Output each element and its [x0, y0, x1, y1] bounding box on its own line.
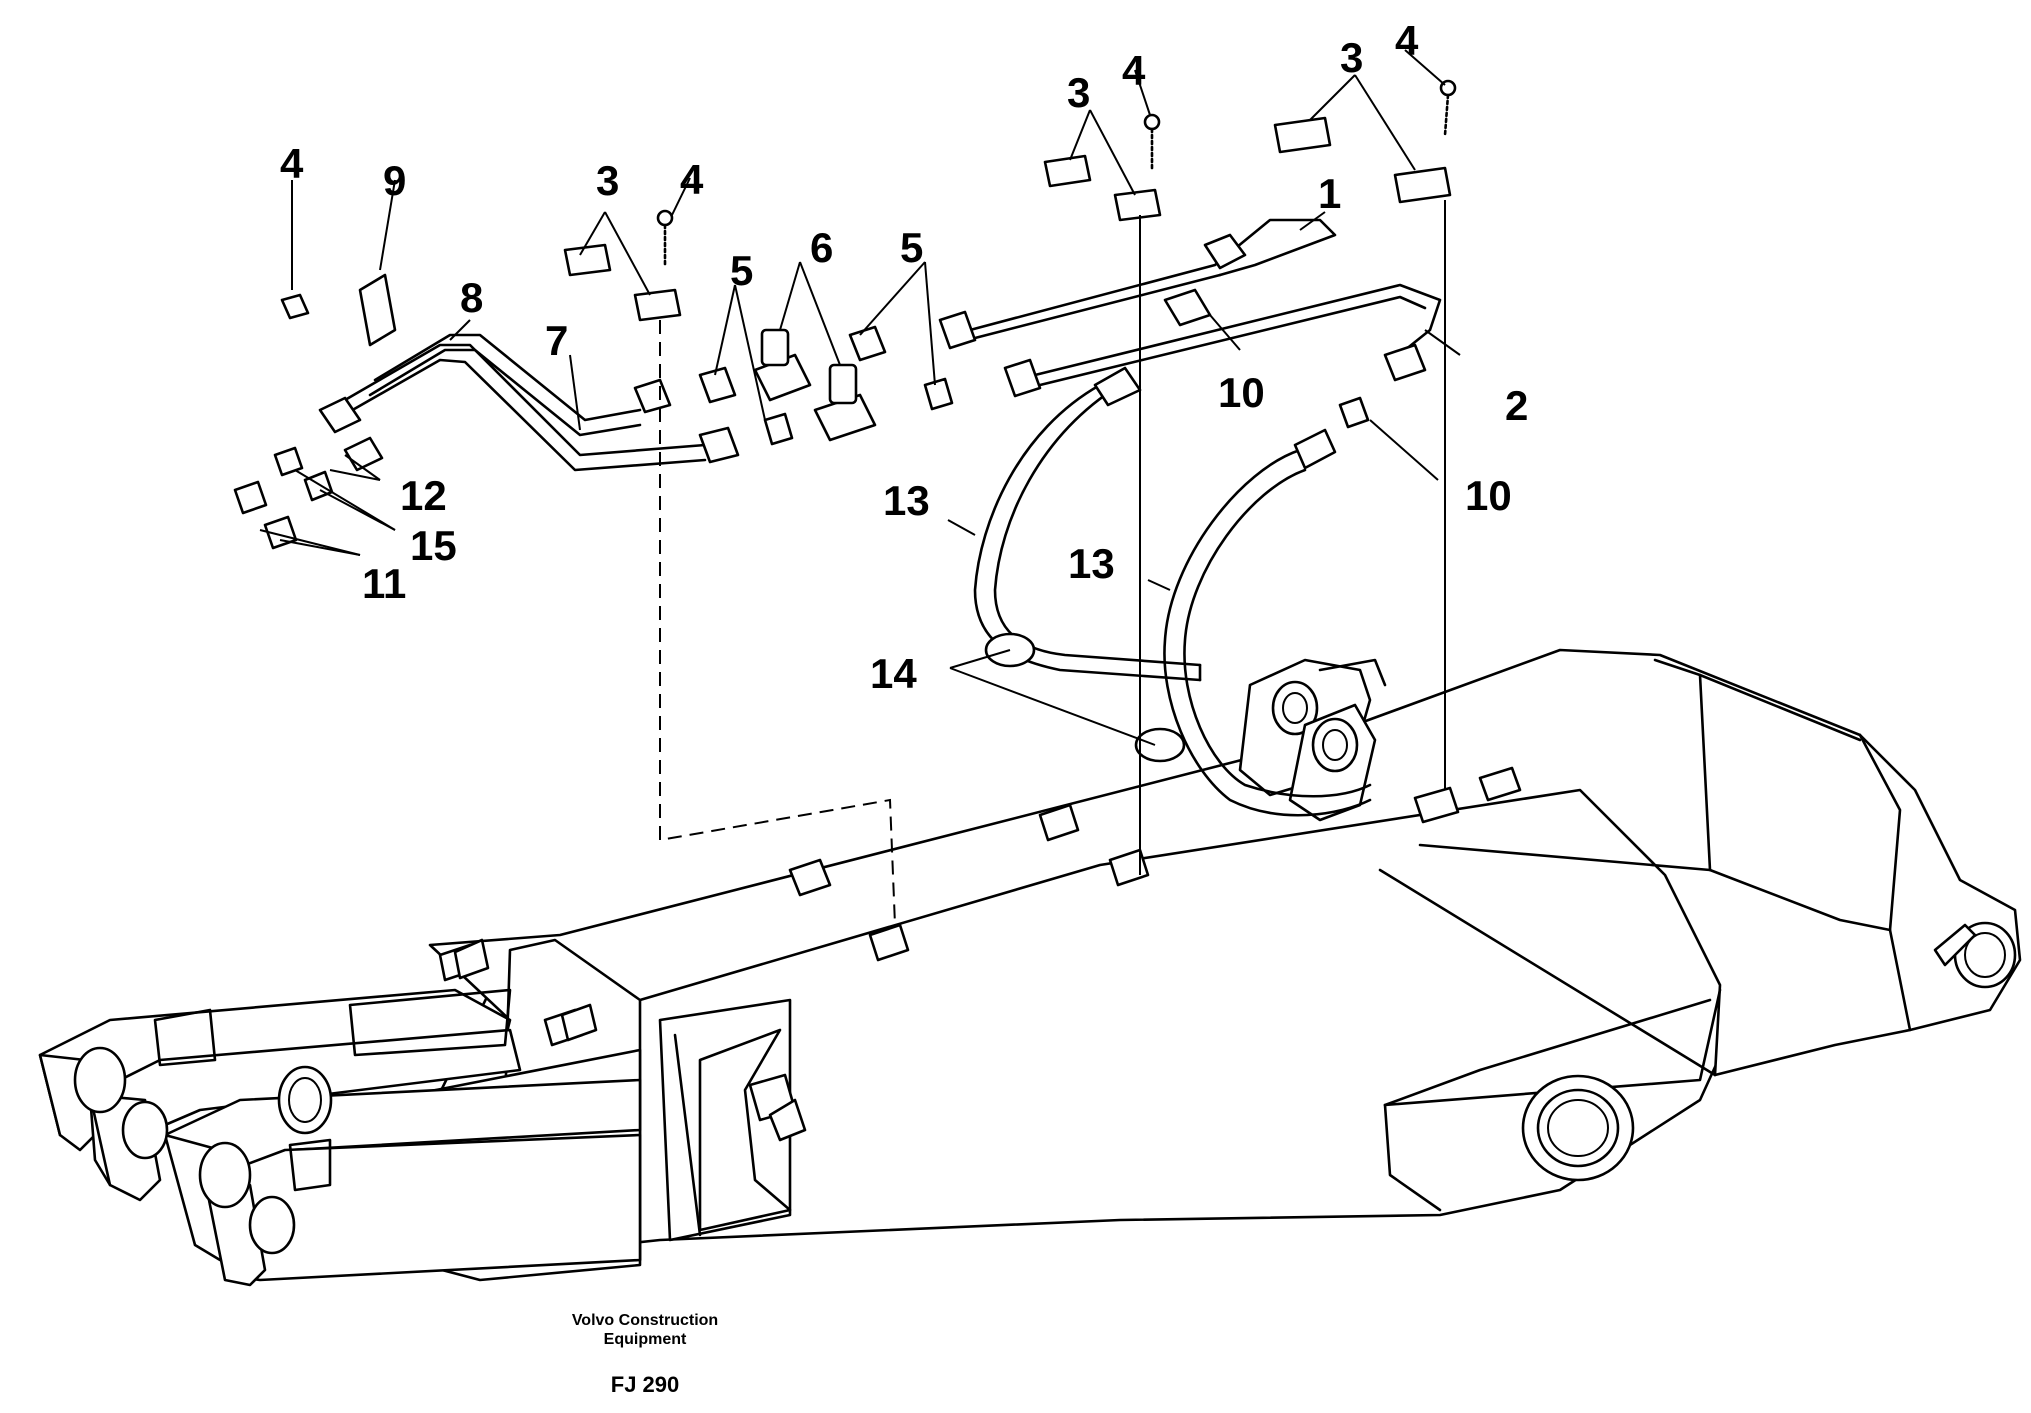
callout-14: 14 — [870, 650, 917, 697]
pipe-assembly — [333, 218, 1442, 472]
callout-3: 3 — [1067, 69, 1090, 116]
callout-5: 5 — [730, 247, 753, 294]
callout-9: 9 — [383, 157, 406, 204]
callout-4: 4 — [1122, 47, 1146, 94]
callout-10: 10 — [1465, 472, 1512, 519]
drawing-caption: Volvo Construction Equipment FJ 290 — [572, 1312, 718, 1397]
callout-5: 5 — [900, 224, 923, 271]
callout-13: 13 — [883, 477, 930, 524]
callout-6: 6 — [810, 224, 833, 271]
callout-3: 3 — [596, 157, 619, 204]
callout-10: 10 — [1218, 369, 1265, 416]
caption-maker-line1: Volvo Construction — [572, 1312, 718, 1329]
fittings — [233, 233, 1427, 550]
callout-7: 7 — [545, 317, 568, 364]
callout-12: 12 — [400, 472, 447, 519]
caption-maker-line2: Equipment — [604, 1331, 687, 1348]
callout-4: 4 — [1395, 17, 1419, 64]
callout-4: 4 — [680, 156, 704, 203]
boom-body — [38, 648, 2022, 1287]
callout-3: 3 — [1340, 34, 1363, 81]
callout-1: 1 — [1318, 170, 1341, 217]
boom-clamp-set — [438, 766, 1522, 1142]
callout-8: 8 — [460, 274, 483, 321]
clamp-halves — [563, 116, 1452, 322]
callout-11: 11 — [362, 560, 406, 607]
caption-drawing-code: FJ 290 — [611, 1372, 680, 1397]
callout-labels: 4 9 8 3 4 7 5 6 5 3 4 3 4 1 10 2 10 12 1… — [280, 17, 1528, 697]
callout-4: 4 — [280, 140, 304, 187]
callout-15: 15 — [410, 522, 457, 569]
callout-2: 2 — [1505, 382, 1528, 429]
leader-lines — [259, 49, 1461, 926]
screws — [656, 79, 1457, 267]
callout-13: 13 — [1068, 540, 1115, 587]
